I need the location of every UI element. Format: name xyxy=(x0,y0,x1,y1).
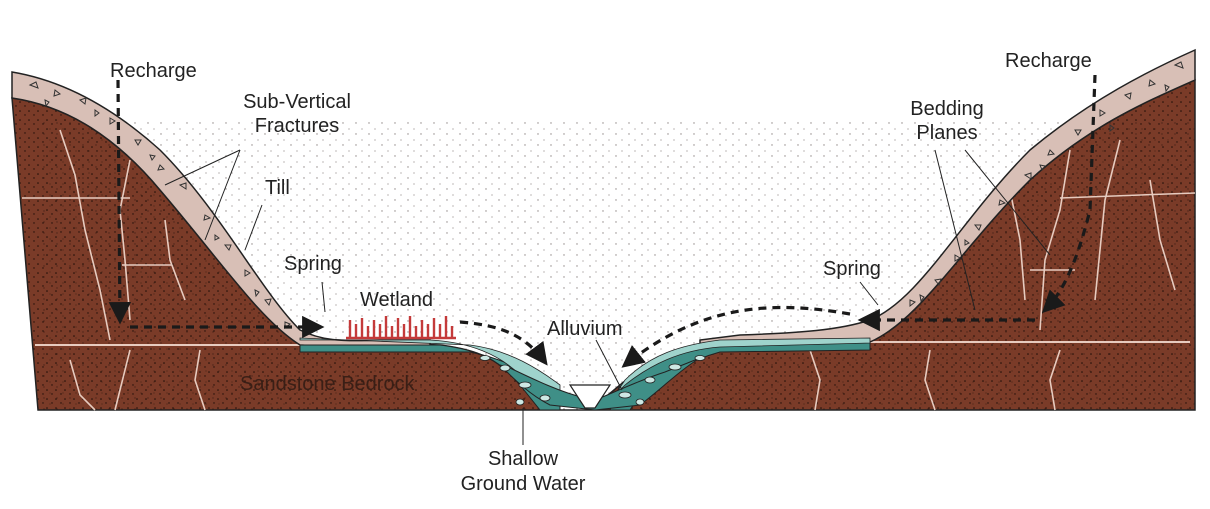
label-bedding: Bedding xyxy=(910,98,983,120)
leader-lines xyxy=(164,149,1051,445)
till-clasts xyxy=(28,61,1184,330)
label-sandstone-bedrock: Sandstone Bedrock xyxy=(240,373,416,395)
fractures xyxy=(59,129,1176,411)
label-alluvium: Alluvium xyxy=(547,318,623,340)
label-recharge-right: Recharge xyxy=(1005,50,1092,72)
bedding-plane-right-upper xyxy=(1059,192,1196,199)
label-till: Till xyxy=(265,177,290,199)
label-recharge-left: Recharge xyxy=(110,60,197,82)
label-spring-right: Spring xyxy=(823,258,881,280)
recharge-arrow-left xyxy=(108,79,132,325)
wetland-vegetation xyxy=(346,316,456,340)
till-right xyxy=(699,48,1196,349)
label-sub-vertical: Sub-Vertical xyxy=(243,91,351,113)
label-wetland: Wetland xyxy=(360,289,433,311)
flow-arrow-to-alluvium-right xyxy=(621,305,851,368)
label-shallow: Shallow xyxy=(488,448,559,470)
stream-channel xyxy=(568,384,612,409)
label-spring-left: Spring xyxy=(284,253,342,275)
label-ground-water: Ground Water xyxy=(461,473,586,495)
label-planes: Planes xyxy=(916,122,977,144)
alluvium-pebbles xyxy=(479,355,706,406)
recharge-arrow-right xyxy=(1041,74,1097,314)
flow-arrows xyxy=(108,74,1097,368)
flow-arrow-to-alluvium-left xyxy=(459,320,548,366)
label-fractures: Fractures xyxy=(255,115,339,137)
till-left xyxy=(11,71,431,353)
